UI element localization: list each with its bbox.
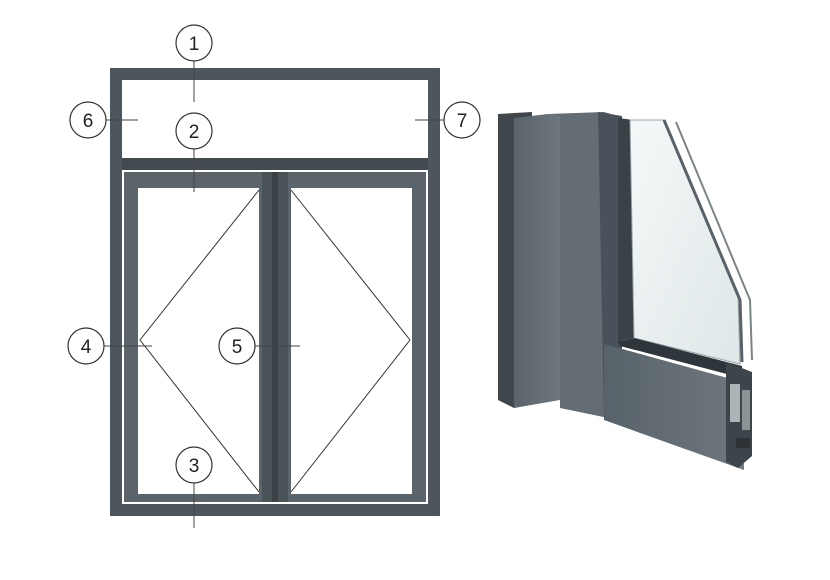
callout-4: 4 bbox=[67, 327, 105, 365]
callout-7-label: 7 bbox=[457, 111, 468, 132]
frame-face bbox=[514, 114, 560, 408]
callout-7: 7 bbox=[443, 101, 481, 139]
callout-5-label: 5 bbox=[232, 337, 243, 358]
callout-6: 6 bbox=[69, 101, 107, 139]
callout-2: 2 bbox=[175, 112, 213, 150]
callout-5: 5 bbox=[218, 327, 256, 365]
door-elevation bbox=[110, 68, 440, 516]
glass-pane bbox=[629, 119, 741, 365]
bottom-rail bbox=[604, 344, 744, 470]
glass-edge-1 bbox=[662, 119, 744, 363]
callout-3: 3 bbox=[175, 446, 213, 484]
transom-bar bbox=[122, 158, 428, 170]
right-sash bbox=[277, 172, 426, 502]
callout-3-label: 3 bbox=[189, 456, 200, 477]
left-opening-lines bbox=[139, 189, 260, 493]
callout-1: 1 bbox=[175, 24, 213, 62]
profile-section-3d bbox=[498, 112, 753, 470]
right-opening-lines bbox=[290, 189, 411, 493]
bead-bottom bbox=[618, 338, 742, 378]
bead-vertical bbox=[618, 118, 634, 342]
callout-6-label: 6 bbox=[83, 111, 94, 132]
callout-4-label: 4 bbox=[81, 337, 92, 358]
glass-edge-2 bbox=[675, 121, 753, 361]
meeting-stile-shadow bbox=[272, 172, 278, 502]
profile-gasket bbox=[736, 438, 750, 448]
callout-2-label: 2 bbox=[189, 122, 200, 143]
thermal-break bbox=[730, 384, 740, 422]
leader-lines bbox=[104, 61, 444, 528]
profile-chamber bbox=[742, 390, 750, 430]
callout-1-label: 1 bbox=[189, 34, 200, 55]
